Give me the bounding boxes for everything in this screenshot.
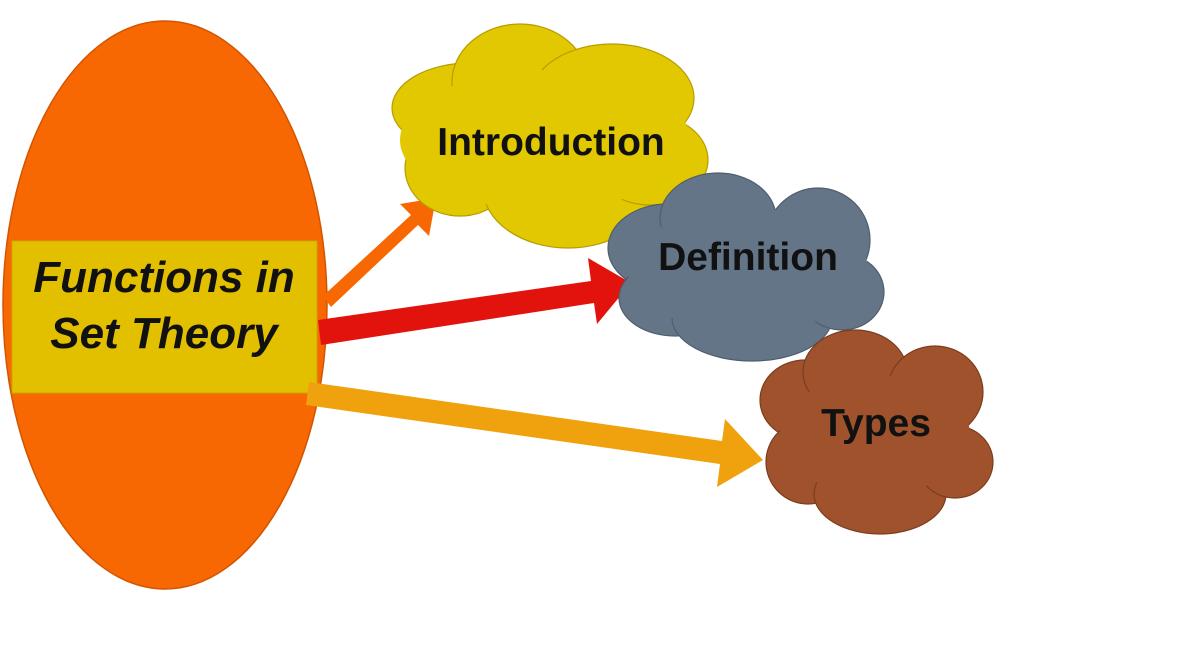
cloud-definition: Definition	[607, 172, 885, 362]
main-topic-line-2: Set Theory	[50, 309, 280, 358]
arrow-to-introduction	[323, 198, 436, 307]
main-topic-line-1: Functions in	[33, 253, 295, 302]
cloud-types: Types	[759, 329, 994, 535]
cloud-definition-label: Definition	[658, 236, 838, 279]
arrow-to-definition	[318, 258, 631, 345]
cloud-introduction-label: Introduction	[437, 121, 664, 164]
arrow-to-types	[306, 382, 763, 487]
main-topic-box	[11, 240, 318, 394]
cloud-introduction: Introduction	[391, 23, 709, 249]
cloud-types-label: Types	[821, 402, 931, 445]
